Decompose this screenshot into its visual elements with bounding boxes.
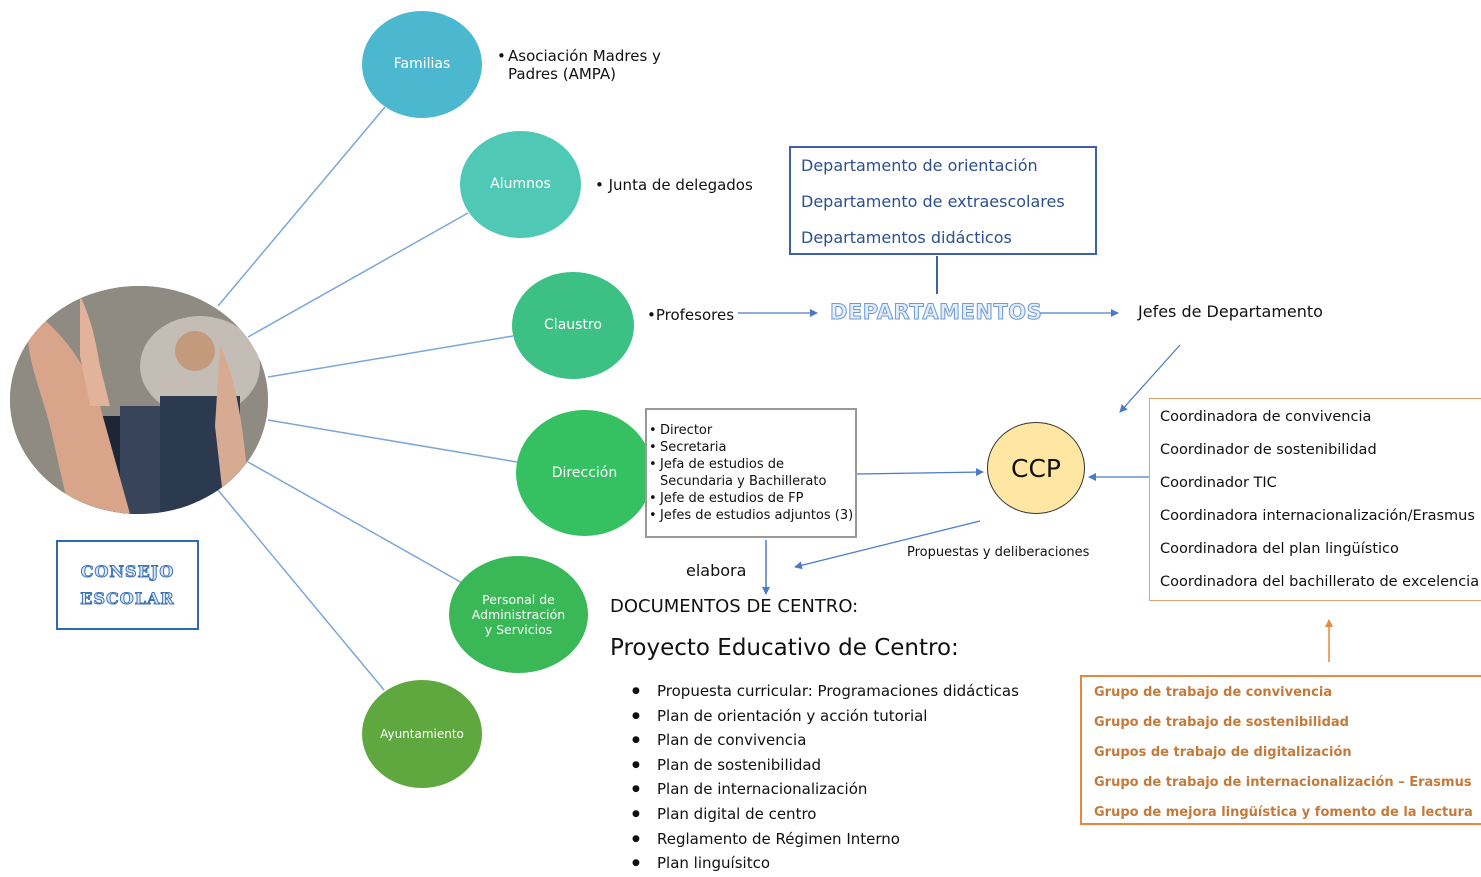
hands-raised-image (10, 286, 268, 514)
direccion-member: Jefes de estudios adjuntos (3) (649, 507, 855, 524)
bullet-ampa: • Asociación Madres y Padres (AMPA) (497, 47, 687, 83)
pec-list: Propuesta curricular: Programaciones did… (632, 680, 1019, 877)
coordinator-item: Coordinador TIC (1160, 475, 1277, 491)
coordinator-item: Coordinadora del bachillerato de excelen… (1160, 574, 1480, 590)
departments-box: Departamento de orientación Departamento… (789, 146, 1097, 255)
jefes-departamento-label: Jefes de Departamento (1138, 302, 1323, 321)
coordinator-item: Coordinadora internacionalización/Erasmu… (1160, 508, 1475, 524)
pec-title: Proyecto Educativo de Centro: (610, 635, 959, 661)
propuestas-label: Propuestas y deliberaciones (907, 545, 1090, 560)
coordinator-item: Coordinadora del plan lingüístico (1160, 541, 1399, 557)
ccp-node: CCP (987, 422, 1085, 514)
pec-item: Plan de orientación y acción tutorial (632, 705, 1019, 730)
node-alumnos-label: Alumnos (490, 176, 551, 192)
bullet-ampa-text: Asociación Madres y Padres (AMPA) (508, 47, 661, 83)
arrow-ccp-propuestas (794, 520, 981, 570)
ccp-label: CCP (1011, 453, 1061, 483)
working-group-item: Grupo de mejora lingüística y fomento de… (1094, 805, 1473, 820)
consejo-line-1: CONSEJO (80, 562, 175, 582)
documentos-title: DOCUMENTOS DE CENTRO: (610, 596, 859, 617)
consejo-escolar-box: CONSEJO ESCOLAR (56, 540, 199, 630)
dept-item: Departamento de orientación (801, 156, 1038, 175)
arrow-direccion-ccp (856, 468, 984, 477)
working-group-item: Grupo de trabajo de convivencia (1094, 685, 1333, 700)
working-group-item: Grupo de trabajo de internacionalización… (1094, 775, 1472, 790)
dept-item: Departamento de extraescolares (801, 192, 1065, 211)
coordinators-box: Coordinadora de convivencia Coordinador … (1149, 398, 1481, 601)
node-ayuntamiento-label: Ayuntamiento (380, 726, 464, 741)
pec-item: Plan de convivencia (632, 729, 1019, 754)
node-direccion-label: Dirección (551, 464, 618, 481)
direccion-member: Jefa de estudios de Secundaria y Bachill… (649, 456, 855, 490)
pec-item: Plan de sostenibilidad (632, 754, 1019, 779)
spoke-claustro (267, 335, 514, 378)
spoke-pas (247, 461, 465, 585)
spoke-ayuntamiento (217, 489, 385, 691)
direccion-member: Director (649, 422, 855, 439)
consejo-line-2: ESCOLAR (80, 589, 175, 609)
spoke-alumnos (247, 212, 469, 338)
direccion-member: Secretaria (649, 439, 855, 456)
pec-item: Plan digital de centro (632, 803, 1019, 828)
bullet-profesores: •Profesores (647, 306, 735, 324)
dept-item: Departamentos didácticos (801, 228, 1012, 247)
pec-item: Propuesta curricular: Programaciones did… (632, 680, 1019, 705)
pec-item: Reglamento de Régimen Interno (632, 828, 1019, 853)
working-group-item: Grupo de trabajo de sostenibilidad (1094, 715, 1349, 730)
working-group-item: Grupos de trabajo de digitalización (1094, 745, 1352, 760)
node-claustro-label: Claustro (544, 317, 602, 333)
bullet-profesores-text: Profesores (655, 306, 735, 324)
node-pas: Personal de Administración y Servicios (449, 556, 588, 673)
arrow-jefes-ccp (1119, 344, 1181, 413)
node-claustro: Claustro (512, 272, 634, 379)
bullet-junta-text: Junta de delegados (608, 176, 753, 194)
spoke-familias (217, 106, 386, 307)
direccion-members-box: Director Secretaria Jefa de estudios de … (645, 408, 857, 538)
node-pas-label: Personal de Administración y Servicios (471, 592, 566, 637)
node-ayuntamiento: Ayuntamiento (362, 680, 482, 788)
coordinator-item: Coordinador de sostenibilidad (1160, 442, 1377, 458)
pec-item: Plan de internacionalización (632, 778, 1019, 803)
node-familias: Familias (362, 11, 482, 118)
node-direccion: Dirección (516, 410, 653, 536)
node-alumnos: Alumnos (460, 131, 581, 238)
bullet-junta-delegados: • Junta de delegados (595, 176, 753, 194)
departamentos-label: DEPARTAMENTOS (829, 300, 1043, 325)
spoke-direccion (267, 419, 518, 463)
central-photo-hands-raised (10, 286, 268, 514)
node-familias-label: Familias (393, 56, 451, 72)
direccion-member: Jefe de estudios de FP (649, 490, 855, 507)
coordinator-item: Coordinadora de convivencia (1160, 409, 1372, 425)
working-groups-box: Grupo de trabajo de convivencia Grupo de… (1080, 675, 1481, 825)
elabora-label: elabora (686, 561, 747, 580)
pec-item: Plan linguísitco (632, 852, 1019, 877)
